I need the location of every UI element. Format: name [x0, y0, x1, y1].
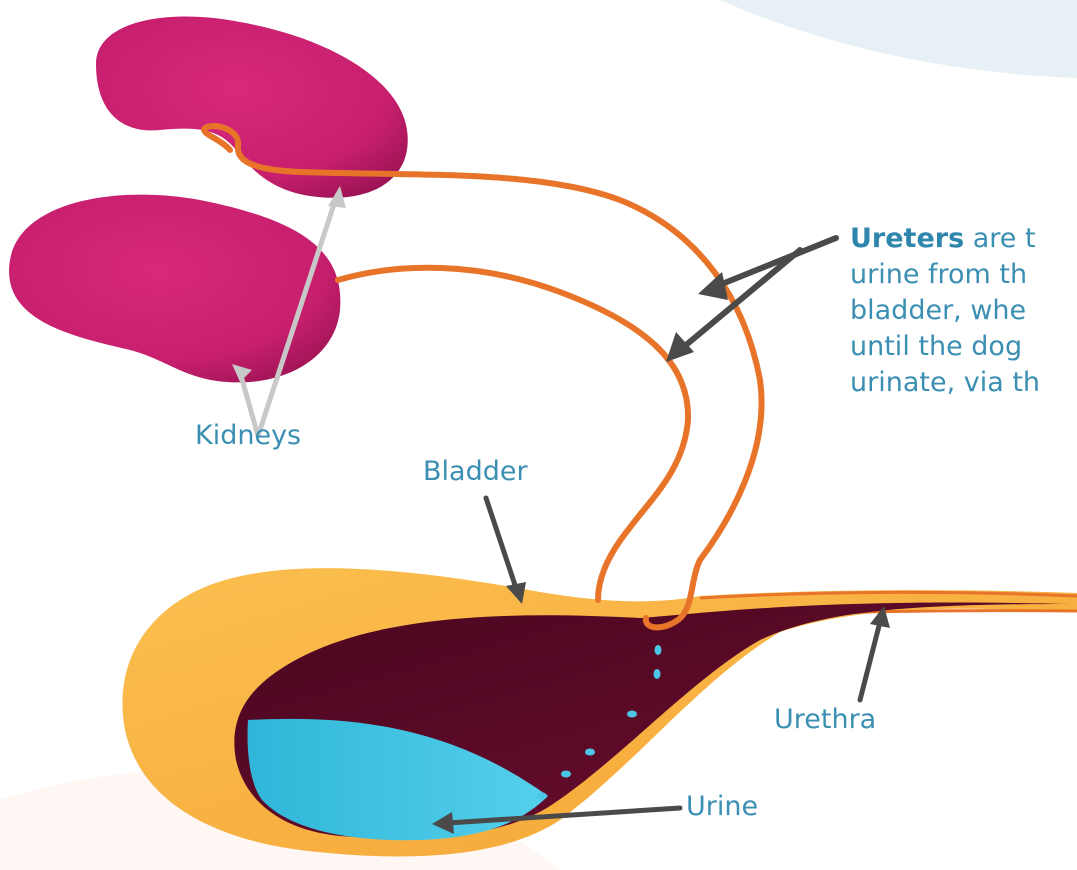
ureters-description: Ureters are t urine from th bladder, whe…	[850, 221, 1077, 401]
ureters-description-line-2: urine from th	[850, 257, 1077, 293]
ureters-description-line-1-rest: are t	[964, 223, 1035, 254]
kidneys-label: Kidneys	[195, 422, 301, 449]
urine-label: Urine	[686, 793, 758, 820]
bladder-label: Bladder	[423, 458, 528, 485]
ureter-lower	[338, 268, 688, 600]
ureters-description-line-5: urinate, via th	[850, 365, 1077, 401]
ureters-description-line-1: Ureters are t	[850, 221, 1077, 257]
ureters-description-line-3: bladder, whe	[850, 293, 1077, 329]
ureters-term: Ureters	[850, 223, 964, 254]
ureters	[204, 126, 761, 627]
kidney-lower	[9, 195, 340, 383]
background-swoosh	[720, 0, 1077, 78]
urethra-label: Urethra	[774, 706, 876, 733]
ureters-description-line-4: until the dog	[850, 329, 1077, 365]
pointer-urethra	[860, 606, 890, 700]
